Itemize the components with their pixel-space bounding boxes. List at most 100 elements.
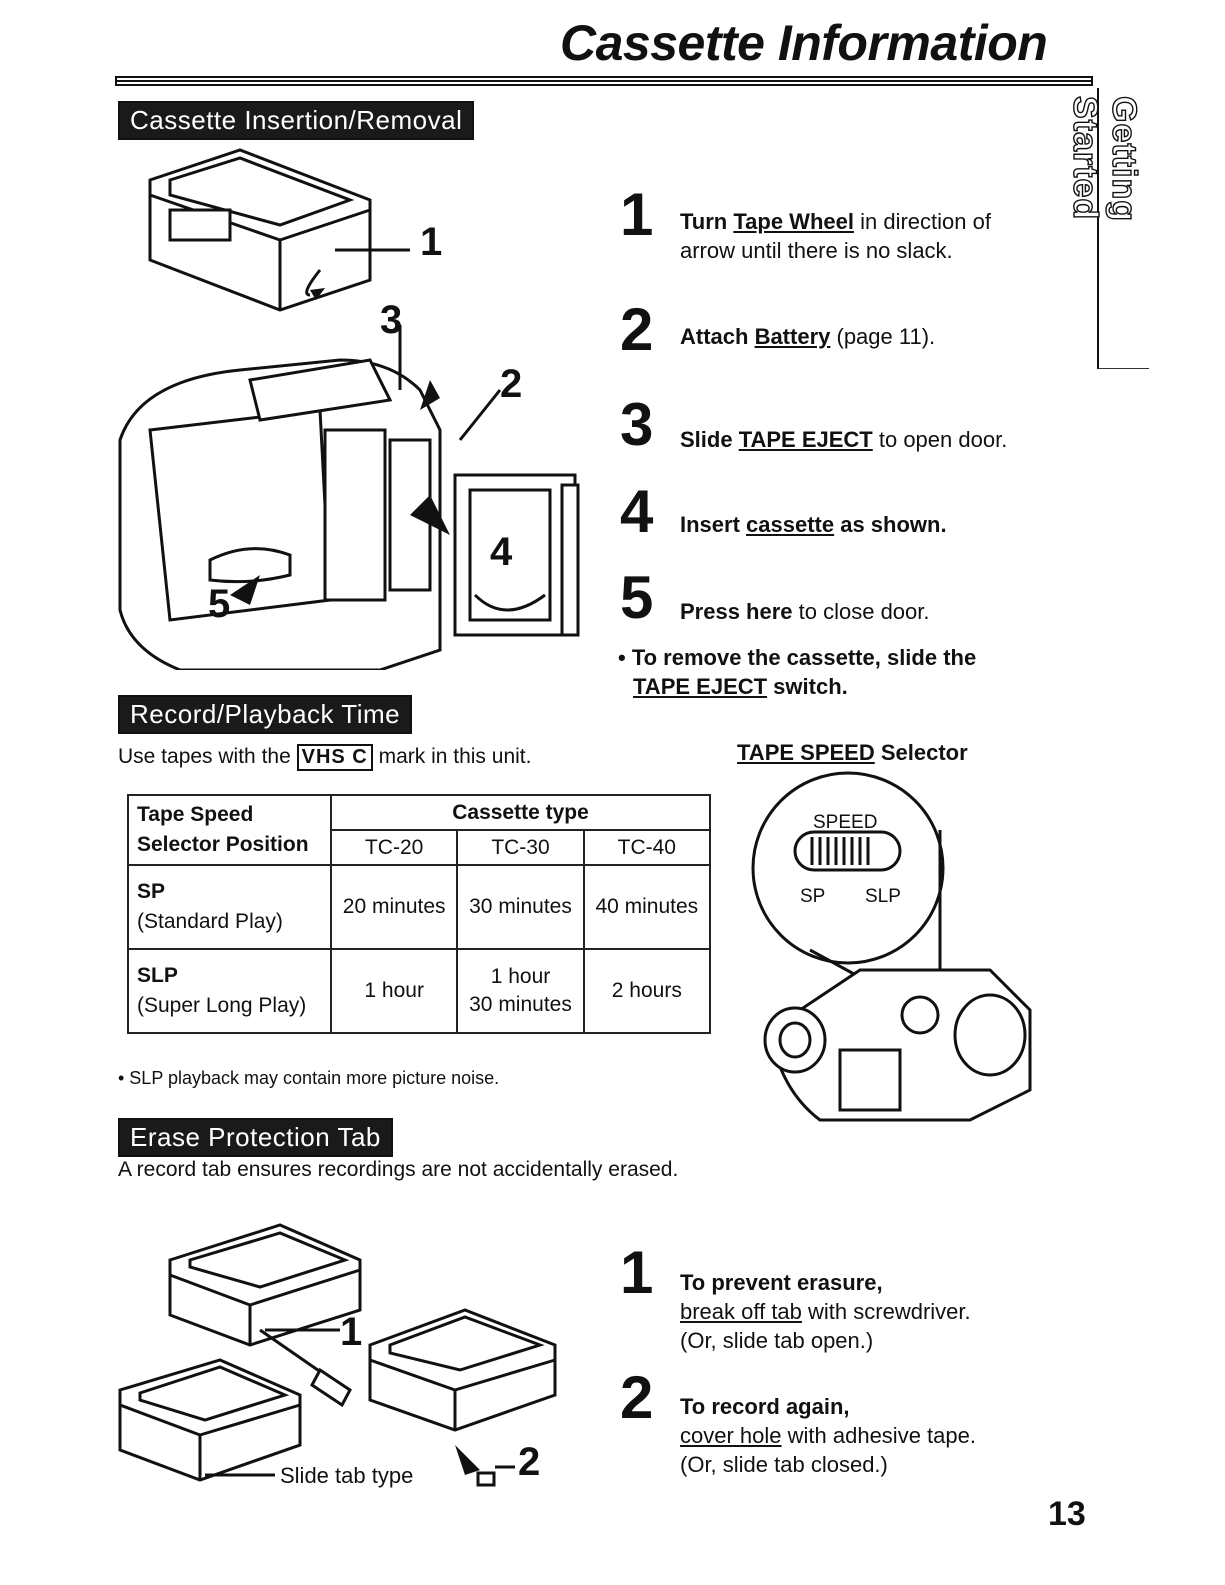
remove-post: switch. [767, 674, 848, 699]
page-number: 13 [1048, 1495, 1086, 1533]
slp-tc30: 1 hour 30 minutes [456, 948, 585, 1034]
step-5-pre: Press here [680, 599, 793, 624]
header-speed-line2: Selector Position [137, 833, 309, 856]
erase-step-1-line3: (Or, slide tab open.) [680, 1328, 874, 1353]
cassette-4-drawing [453, 473, 580, 637]
header-speed-line1: Tape Speed [137, 803, 254, 826]
step-5-post: to close door. [792, 599, 930, 624]
slp-tc40: 2 hours [582, 948, 712, 1034]
tape-speed-link: TAPE SPEED [737, 740, 875, 765]
speed-sp-label: SP [800, 886, 826, 907]
row-sp-label: SP (Standard Play) [127, 864, 332, 950]
remove-line1: • To remove the cassette, slide the [618, 645, 977, 670]
step-2-pre: Attach [680, 324, 755, 349]
erase-step-2-text: To record again, cover hole with adhesiv… [680, 1392, 1080, 1479]
cassette-lower-left-drawing [118, 1358, 302, 1482]
erase-step-1-number: 1 [620, 1239, 654, 1306]
speed-selector-illustration [751, 771, 1032, 1122]
erase-step-2-line3: (Or, slide tab closed.) [680, 1452, 888, 1477]
vhs-c-mark-icon: VHS C [296, 744, 373, 771]
erase-step-2-title: To record again, [680, 1394, 850, 1419]
step-2-number: 2 [620, 296, 654, 363]
remove-tape-eject-link: TAPE EJECT [633, 674, 768, 699]
step-2-post: (page 11). [830, 324, 936, 349]
camcorder-insertion-illustration [118, 148, 580, 670]
callout-1: 1 [420, 220, 443, 264]
cassette-screwdriver-drawing [168, 1223, 362, 1408]
erase-callout-2: 2 [518, 1440, 541, 1484]
battery-link: Battery [754, 324, 831, 349]
cover-hole-link: cover hole [680, 1423, 782, 1448]
step-2-text: Attach Battery (page 11). [680, 322, 935, 351]
erase-step-2-number: 2 [620, 1364, 654, 1431]
erase-step-2-post: with adhesive tape. [781, 1423, 976, 1448]
side-tab-frame [1097, 88, 1149, 369]
step-1-post: in direction of [853, 209, 991, 234]
step-1-line2: arrow until there is no slack. [680, 238, 953, 263]
callout-2: 2 [500, 362, 523, 406]
use-pre: Use tapes with the [118, 745, 291, 768]
step-1-pre: Turn [680, 209, 734, 234]
type-tc20: TC-20 [329, 829, 459, 866]
section-heading-insertion: Cassette Insertion/Removal [118, 101, 475, 140]
step-1-text: Turn Tape Wheel in direction of arrow un… [680, 207, 1070, 265]
tape-wheel-link: Tape Wheel [733, 209, 854, 234]
selector-title-post: Selector [874, 740, 968, 765]
step-4-post: as shown. [834, 512, 947, 537]
erase-tab-illustration [118, 1223, 557, 1487]
section-heading-erase: Erase Protection Tab [118, 1118, 393, 1157]
step-3-text: Slide TAPE EJECT to open door. [680, 425, 1007, 454]
erase-step-1-title: To prevent erasure, [680, 1270, 883, 1295]
header-tape-speed: Tape Speed Selector Position [127, 794, 332, 866]
step-3-post: to open door. [872, 427, 1008, 452]
slp-tc20: 1 hour [329, 948, 459, 1034]
side-tab-label: Getting Started [1065, 95, 1143, 222]
cassette-link: cassette [746, 512, 835, 537]
tape-speed-selector-title: TAPE SPEED Selector [737, 738, 968, 767]
step-1-number: 1 [620, 181, 654, 248]
use-post: mark in this unit. [378, 745, 532, 768]
type-tc40: TC-40 [582, 829, 712, 866]
cassette-drawing [148, 148, 372, 312]
sp-desc: (Standard Play) [137, 910, 283, 933]
step-3-pre: Slide [680, 427, 739, 452]
speed-label: SPEED [813, 812, 878, 833]
callout-4: 4 [490, 530, 513, 574]
speed-slp-label: SLP [865, 886, 901, 907]
section-heading-record: Record/Playback Time [118, 695, 413, 734]
row-slp-label: SLP (Super Long Play) [127, 948, 332, 1034]
slide-tab-type-label: Slide tab type [280, 1463, 414, 1488]
break-off-tab-link: break off tab [680, 1299, 802, 1324]
step-4-text: Insert cassette as shown. [680, 510, 947, 539]
step-3-number: 3 [620, 391, 654, 458]
title-rule [115, 76, 1093, 86]
erase-step-1-text: To prevent erasure, break off tab with s… [680, 1268, 1080, 1355]
sp-tc30: 30 minutes [456, 864, 585, 950]
callout-5: 5 [208, 582, 231, 626]
erase-callout-1: 1 [340, 1310, 363, 1354]
step-5-number: 5 [620, 564, 654, 631]
tape-eject-link: TAPE EJECT [738, 427, 873, 452]
recording-time-table: Tape Speed Selector Position Cassette ty… [127, 794, 712, 1034]
type-tc30: TC-30 [456, 829, 585, 866]
erase-step-1-post: with screwdriver. [801, 1299, 971, 1324]
vhs-usage-line: Use tapes with the VHS C mark in this un… [118, 744, 531, 771]
remove-cassette-note: • To remove the cassette, slide the TAPE… [618, 643, 1078, 701]
slp-mode: SLP [137, 964, 178, 987]
sp-mode: SP [137, 880, 166, 903]
slp-desc: (Super Long Play) [137, 994, 307, 1017]
cassette-slide-tab-drawing [368, 1308, 557, 1487]
callout-3: 3 [380, 298, 403, 342]
camcorder-small-drawing [763, 968, 1032, 1122]
tape-wheel-arrow [305, 269, 322, 297]
header-cassette-type: Cassette type [330, 794, 711, 831]
step-4-pre: Insert [680, 512, 747, 537]
slp-noise-note: • SLP playback may contain more picture … [118, 1068, 500, 1088]
camcorder-drawing [118, 325, 502, 670]
page-title: Cassette Information [560, 15, 1048, 71]
erase-intro: A record tab ensures recordings are not … [118, 1158, 679, 1181]
step-4-number: 4 [620, 478, 654, 545]
sp-tc20: 20 minutes [329, 864, 459, 950]
step-5-text: Press here to close door. [680, 597, 930, 626]
sp-tc40: 40 minutes [582, 864, 712, 950]
